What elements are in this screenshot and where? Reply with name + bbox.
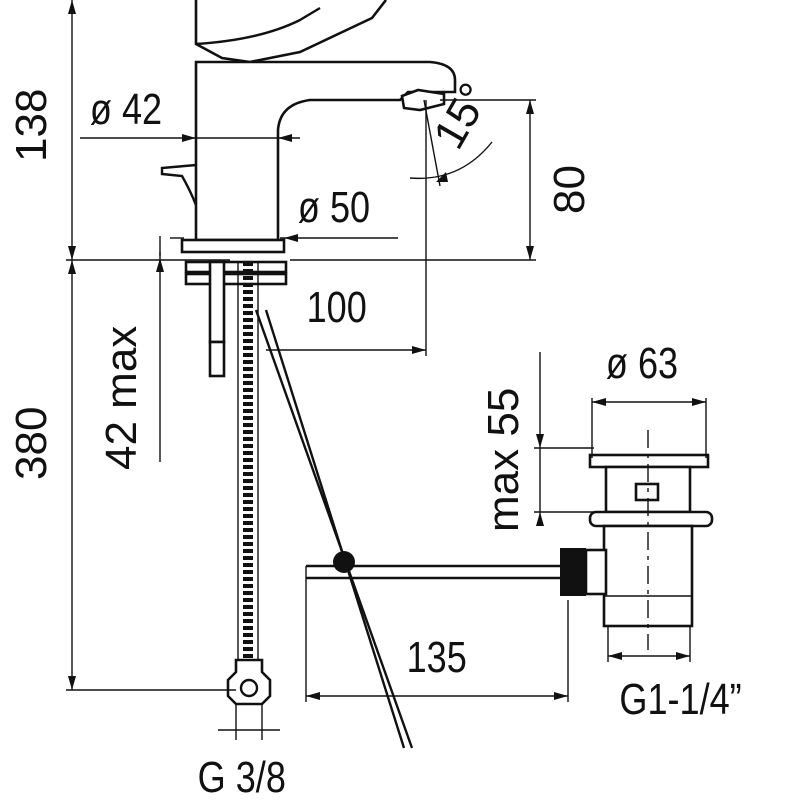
label-diameter-50: ø 50 [298, 183, 370, 232]
supply-hose [208, 260, 272, 706]
label-diameter-42: ø 42 [90, 85, 162, 134]
waste-assembly [560, 430, 714, 650]
label-g1-1-4: G1-1/4” [619, 675, 741, 724]
label-100: 100 [307, 283, 367, 332]
label-380: 380 [7, 407, 56, 480]
label-max-55: max 55 [479, 388, 528, 532]
label-diameter-63: ø 63 [606, 339, 678, 388]
label-135: 135 [407, 633, 467, 682]
faucet-body [160, 0, 457, 286]
label-80: 80 [545, 165, 594, 214]
label-138: 138 [7, 89, 56, 162]
label-42-max: 42 max [97, 326, 146, 470]
dimension-lines [66, 0, 707, 740]
label-g-3-8: G 3/8 [198, 753, 286, 800]
popup-rod [254, 309, 560, 749]
dimension-labels: 138 380 42 max 80 max 55 15° ø 42 ø 50 1… [7, 75, 742, 800]
